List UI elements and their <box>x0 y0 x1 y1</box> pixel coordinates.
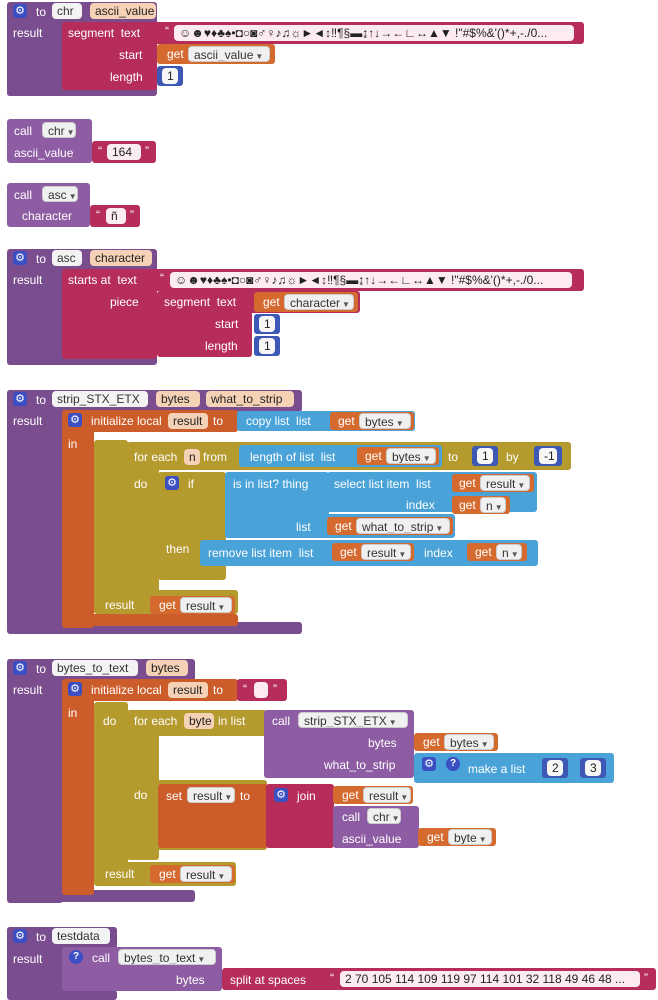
number-field[interactable]: 1 <box>477 448 493 464</box>
gear-icon[interactable]: ⚙ <box>13 392 27 406</box>
result-label: result <box>13 952 43 966</box>
text-value-field[interactable]: 2 70 105 114 109 119 97 114 101 32 118 4… <box>340 971 640 987</box>
get-var-dropdown[interactable]: result▼ <box>180 866 232 882</box>
result-label: result <box>13 273 43 287</box>
start-label: start <box>119 48 143 62</box>
gear-icon[interactable]: ⚙ <box>13 4 27 18</box>
call-name-dropdown[interactable]: chr▼ <box>367 808 401 824</box>
text-value-field[interactable]: ñ <box>106 208 126 224</box>
get-var-dropdown[interactable]: result▼ <box>180 597 232 613</box>
get-var-dropdown[interactable]: character▼ <box>284 294 354 310</box>
loop-var-name[interactable]: n <box>184 449 200 465</box>
proc-name-field[interactable]: asc <box>52 250 82 266</box>
get-var-dropdown[interactable]: bytes▼ <box>444 734 494 750</box>
get-var-dropdown[interactable]: result▼ <box>480 475 530 491</box>
proc-name-field[interactable]: bytes_to_text <box>52 660 138 676</box>
gear-icon[interactable]: ⚙ <box>68 413 82 427</box>
gear-icon[interactable]: ⚙ <box>165 476 179 490</box>
gear-icon[interactable]: ⚙ <box>274 788 288 802</box>
local-var-name[interactable]: result <box>168 413 208 429</box>
foreach-label: for each <box>134 450 178 464</box>
get-var-dropdown[interactable]: result▼ <box>363 787 411 803</box>
gear-icon[interactable]: ⚙ <box>13 251 27 265</box>
number-field[interactable]: -1 <box>539 448 557 464</box>
text-value-field[interactable] <box>254 682 268 698</box>
proc-name-field[interactable]: chr <box>52 3 82 19</box>
proc-param[interactable]: character <box>90 250 152 266</box>
local-var-name[interactable]: result <box>168 682 208 698</box>
call-name-dropdown[interactable]: strip_STX_ETX▼ <box>298 712 408 728</box>
call-name-dropdown[interactable]: bytes_to_text▼ <box>118 949 216 965</box>
get-var-dropdown[interactable]: n▼ <box>496 544 522 560</box>
gear-icon[interactable]: ⚙ <box>422 757 436 771</box>
text-value-field[interactable]: 164 <box>107 144 141 160</box>
do-block[interactable] <box>94 440 128 598</box>
gear-icon[interactable]: ⚙ <box>68 682 82 696</box>
get-var-dropdown[interactable]: what_to_strip▼ <box>356 518 450 534</box>
get-var-dropdown[interactable]: bytes▼ <box>359 413 411 429</box>
text-string-field[interactable]: ☺☻♥♦♣♠•◘○◙♂♀♪♫☼►◄↕‼¶§▬↨↑↓→←∟↔▲▼ !"#$%&'(… <box>174 25 574 41</box>
gear-icon[interactable]: ⚙ <box>13 929 27 943</box>
get-var-dropdown[interactable]: byte▼ <box>448 829 492 845</box>
proc-param[interactable]: ascii_value <box>90 3 156 19</box>
result-label: result <box>13 414 43 428</box>
number-field[interactable]: 3 <box>585 760 601 776</box>
proc-param[interactable]: what_to_strip <box>206 391 294 407</box>
length-label: length <box>110 70 143 84</box>
text-string-field[interactable]: ☺☻♥♦♣♠•◘○◙♂♀♪♫☼►◄↕‼¶§▬↨↑↓→←∟↔▲▼ !"#$%&'(… <box>170 272 572 288</box>
proc-name-field[interactable]: testdata <box>52 928 110 944</box>
segment-label: segment text <box>68 26 141 40</box>
proc-name-field[interactable]: strip_STX_ETX <box>52 391 148 407</box>
gear-icon[interactable]: ⚙ <box>13 661 27 675</box>
number-field[interactable]: 1 <box>259 338 275 354</box>
proc-param[interactable]: bytes <box>146 660 188 676</box>
proc-param[interactable]: bytes <box>156 391 200 407</box>
number-field[interactable]: 1 <box>259 316 275 332</box>
number-field[interactable]: 2 <box>547 760 563 776</box>
result-label: result <box>13 26 43 40</box>
result-label: result <box>13 683 43 697</box>
get-var-dropdown[interactable]: bytes▼ <box>386 448 436 464</box>
call-name-dropdown[interactable]: asc▼ <box>42 186 78 202</box>
set-var-dropdown[interactable]: result▼ <box>187 787 235 803</box>
loop-var-name[interactable]: byte <box>184 713 214 729</box>
get-var-dropdown[interactable]: ascii_value▼ <box>188 46 270 62</box>
get-var-dropdown[interactable]: n▼ <box>480 497 506 513</box>
help-icon[interactable]: ? <box>69 950 83 964</box>
get-var-dropdown[interactable]: result▼ <box>361 544 411 560</box>
do-block[interactable] <box>94 702 128 882</box>
help-icon[interactable]: ? <box>446 757 460 771</box>
call-name-dropdown[interactable]: chr▼ <box>42 122 76 138</box>
proc-to-label: to <box>36 5 47 19</box>
number-field[interactable]: 1 <box>162 68 178 84</box>
